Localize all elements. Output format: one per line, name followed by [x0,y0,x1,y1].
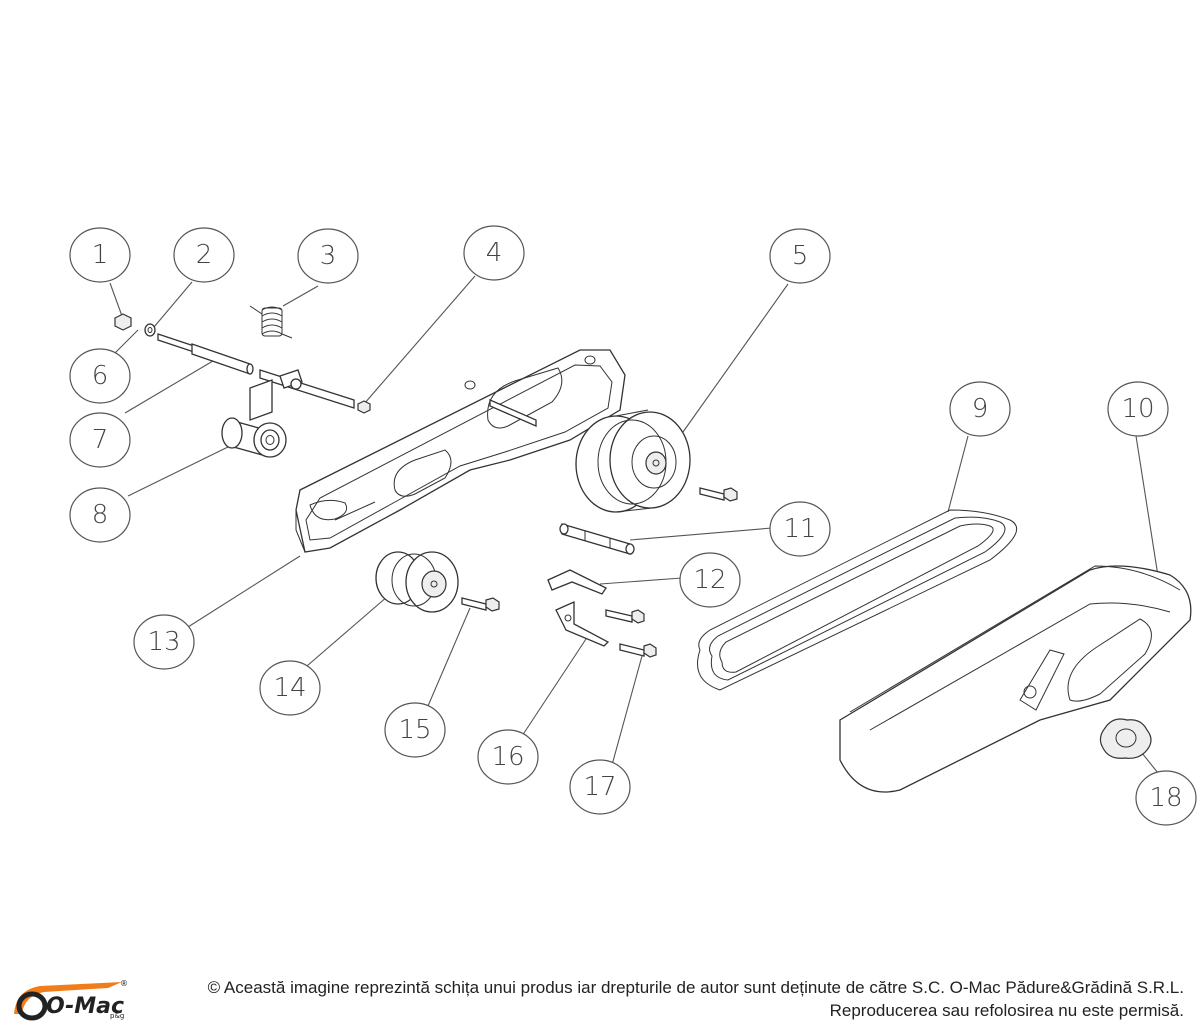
svg-text:5: 5 [792,241,809,271]
svg-text:7: 7 [92,425,109,455]
exploded-parts-diagram: 1 2 3 4 5 6 7 8 9 10 11 12 [69,225,1197,826]
callout-3: 3 [297,228,359,284]
callout-1: 1 [69,227,131,283]
part-knob [1099,718,1152,759]
part-bracket-lower [555,600,610,647]
part-drive-pulley [575,409,691,513]
part-bolt-upper [699,487,738,502]
part-shaft [559,523,635,555]
svg-text:4: 4 [486,238,503,268]
svg-text:9: 9 [972,394,989,424]
callout-2: 2 [173,227,235,283]
part-mounting-plate [295,349,626,553]
svg-text:2: 2 [196,240,213,270]
part-v-belt [697,509,1018,691]
callout-14: 14 [259,660,321,716]
copyright-notice: © Această imagine reprezintă schița unui… [207,978,1184,997]
svg-text:3: 3 [320,241,337,271]
part-bolt-17 [605,609,657,658]
svg-text:15: 15 [398,715,431,745]
svg-text:16: 16 [491,742,524,772]
svg-text:8: 8 [92,500,109,530]
callout-6: 6 [69,348,131,404]
part-belt-cover [839,565,1192,793]
callout-16: 16 [477,729,539,785]
callout-5: 5 [769,228,831,284]
callout-15: 15 [384,702,446,758]
part-torsion-spring [249,305,293,339]
svg-text:18: 18 [1149,783,1182,813]
logo-swoosh [14,982,122,1014]
svg-text:10: 10 [1121,394,1154,424]
part-tension-roller [221,417,287,458]
callout-9: 9 [949,381,1011,437]
callout-7: 7 [69,412,131,468]
svg-text:17: 17 [583,772,616,802]
callout-8: 8 [69,487,131,543]
callout-17: 17 [569,759,631,815]
part-washer [144,323,156,337]
callout-4: 4 [463,225,525,281]
svg-text:14: 14 [273,673,306,703]
svg-text:6: 6 [92,361,109,391]
logo-subtext: p&g [110,1012,124,1020]
logo-registered: ® [120,979,128,988]
callout-10: 10 [1107,381,1169,437]
svg-text:1: 1 [92,240,109,270]
o-mac-logo: O-Mac p&g ® [14,979,128,1021]
svg-text:12: 12 [693,565,726,595]
part-bracket-upper [547,569,607,595]
part-bolt-15 [461,597,500,612]
footer: O-Mac p&g ® © Această imagine reprezintă… [0,968,1200,1030]
callout-13: 13 [133,614,195,670]
part-idler-pulley [375,551,459,613]
callout-18: 18 [1135,770,1197,826]
callout-11: 11 [769,501,831,557]
logo-o-mark [16,991,48,1021]
part-nut-small [114,313,132,331]
part-pivot-pin [249,369,371,421]
part-threaded-rod [157,333,254,375]
reproduction-notice: Reproducerea sau refolosirea nu este per… [829,1001,1184,1020]
callout-12: 12 [679,552,741,608]
logo-text: O-Mac [46,994,124,1019]
svg-text:11: 11 [783,514,816,544]
svg-text:13: 13 [147,627,180,657]
